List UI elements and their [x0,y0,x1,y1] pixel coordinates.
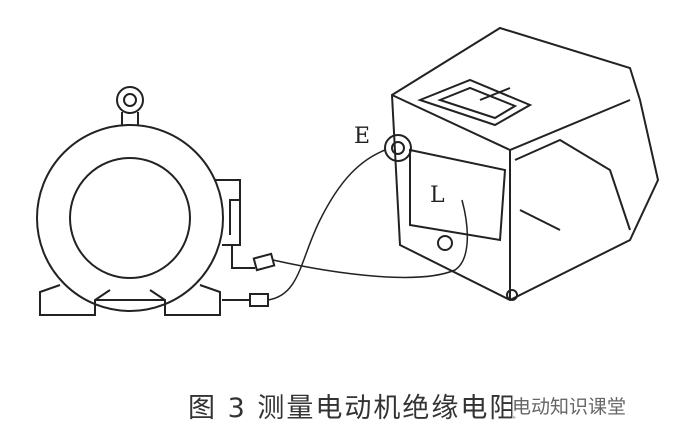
figure-caption: 图 3 测量电动机绝缘电阻 [188,393,519,424]
motor-feet [39,284,221,316]
megger-body [390,26,660,302]
megger [384,26,660,302]
motor-lifting-eye-hole [123,93,137,107]
watermark: 电动知识课堂 [512,392,627,419]
earth-lead [267,149,386,301]
line-lead [272,199,469,279]
motor [36,86,276,316]
earth-terminal-inner [391,141,405,155]
megger-needle [479,87,511,101]
line-label: L [430,183,445,208]
motor-lifting-eye [116,86,144,114]
earth-label: E [354,124,371,149]
megger-foot [506,289,518,301]
line-terminal [437,235,453,251]
motor-winding-lead [231,245,255,269]
megger-crank-handle [514,138,631,231]
earth-clip [249,293,269,307]
motor-outer-housing [36,124,224,312]
line-clip [252,252,276,272]
megger-display [417,78,533,127]
megger-top-edge [391,94,631,300]
motor-inner-ring [69,157,191,279]
motor-lifting-eye-stem [121,112,139,126]
megger-terminal-panel [409,148,507,242]
test-leads [267,149,469,301]
earth-terminal [384,134,412,162]
